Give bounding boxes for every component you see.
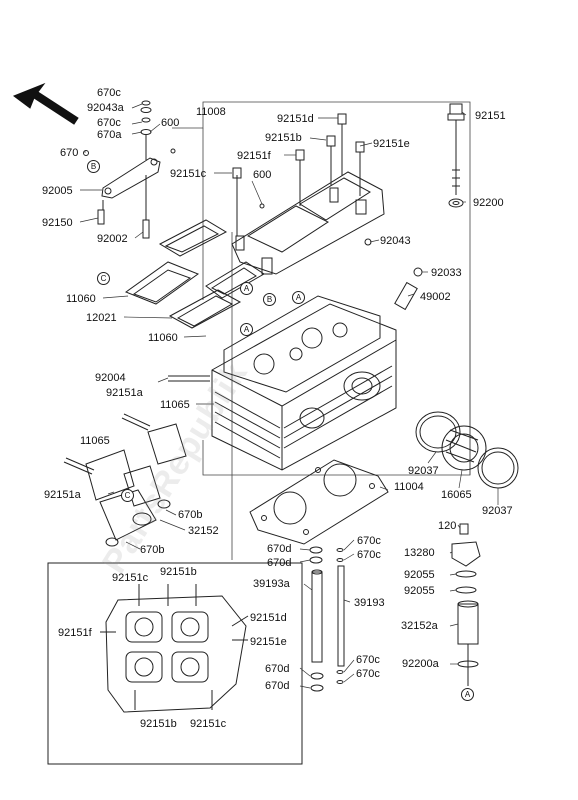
inset-part-label: 92151c xyxy=(112,572,149,584)
part-label: 12021 xyxy=(86,312,117,324)
part-label: 670c xyxy=(356,654,380,666)
cylinder-head-gasket xyxy=(249,459,389,545)
part-label: 670d xyxy=(267,543,292,555)
part-label: 16065 xyxy=(441,489,472,501)
inset-part-label: 92151b xyxy=(140,718,177,730)
oil-fitting-stack xyxy=(451,523,481,686)
direction-arrow-icon xyxy=(12,82,79,125)
part-label: 670c xyxy=(97,117,121,129)
part-label: 670b xyxy=(178,509,203,521)
cylinder-head xyxy=(211,295,397,471)
callout-a: A xyxy=(292,291,305,304)
camshaft-holder xyxy=(231,113,385,275)
part-label: 92200 xyxy=(473,197,504,209)
part-label: 32152a xyxy=(401,620,438,632)
part-label: 92055 xyxy=(404,569,435,581)
part-label: 92043 xyxy=(380,235,411,247)
part-label: 670b xyxy=(140,544,165,556)
part-label: 92151f xyxy=(237,150,271,162)
part-label: 670c xyxy=(357,535,381,547)
callout-b: B xyxy=(263,293,276,306)
callout-c: C xyxy=(121,489,134,502)
part-label: 92055 xyxy=(404,585,435,597)
callout-c: C xyxy=(97,272,110,285)
part-label: 670c xyxy=(97,87,121,99)
reed-valves xyxy=(124,219,265,329)
part-label: 670c xyxy=(356,668,380,680)
part-label: 92151c xyxy=(170,168,207,180)
part-label: 92043a xyxy=(87,102,124,114)
part-label: 92151b xyxy=(265,132,302,144)
part-label: 39193a xyxy=(253,578,290,590)
part-label: 92037 xyxy=(482,505,513,517)
part-label: 92004 xyxy=(95,372,126,384)
inset-part-label: 92151b xyxy=(160,566,197,578)
part-label: 670 xyxy=(60,147,79,159)
part-label: 92151e xyxy=(373,138,410,150)
callout-a: A xyxy=(240,282,253,295)
part-label: 670d xyxy=(265,663,290,675)
bottom-view-inset xyxy=(47,562,303,765)
part-label: 39193 xyxy=(354,597,385,609)
part-label: 120 xyxy=(438,520,457,532)
callout-a: A xyxy=(461,688,474,701)
assembly-outline xyxy=(172,101,471,560)
inset-part-label: 92151c xyxy=(190,718,227,730)
part-label: 92200a xyxy=(402,658,439,670)
leader-lines xyxy=(79,103,499,689)
part-label: 11065 xyxy=(80,435,110,447)
inset-part-label: 92151d xyxy=(250,612,287,624)
oil-pipes-and-orings xyxy=(309,546,345,692)
part-label: 32152 xyxy=(188,525,219,537)
part-label: 11060 xyxy=(66,293,96,305)
part-label: 92002 xyxy=(97,233,128,245)
callout-a: A xyxy=(240,323,253,336)
inset-part-label: 92151e xyxy=(250,636,287,648)
inset-part-label: 92151f xyxy=(58,627,92,639)
part-label: 11060 xyxy=(148,332,178,344)
part-label: 92150 xyxy=(42,217,73,229)
part-label: 92005 xyxy=(42,185,73,197)
callout-b: B xyxy=(87,160,100,173)
rocker-arm-assembly xyxy=(83,100,176,239)
part-label: 92151a xyxy=(44,489,81,501)
part-label: 670a xyxy=(97,129,122,141)
part-label: 600 xyxy=(253,169,272,181)
part-label: 11065 xyxy=(160,399,190,411)
part-label: 670d xyxy=(267,557,292,569)
part-label: 11004 xyxy=(394,481,424,493)
part-label: 49002 xyxy=(420,291,451,303)
carburetor-holder-and-clamps xyxy=(415,411,519,489)
part-label: 92151a xyxy=(106,387,143,399)
stud-and-washer xyxy=(394,103,465,311)
part-label: 600 xyxy=(161,117,180,129)
part-label: 92037 xyxy=(408,465,439,477)
part-label: 670d xyxy=(265,680,290,692)
stud-bolts xyxy=(63,375,210,475)
part-label: 13280 xyxy=(404,547,435,559)
part-label: 11008 xyxy=(196,106,226,118)
part-label: 92151 xyxy=(475,110,506,122)
part-label: 92033 xyxy=(431,267,462,279)
part-label: 670c xyxy=(357,549,381,561)
part-label: 92151d xyxy=(277,113,314,125)
